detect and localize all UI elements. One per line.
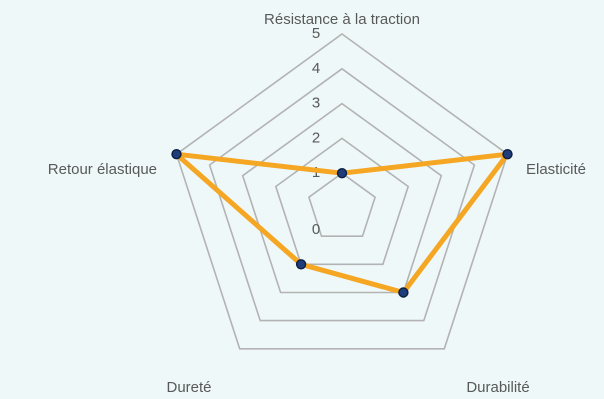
category-label-4: Retour élastique xyxy=(48,161,157,178)
series-point-0 xyxy=(336,167,348,179)
series-point-2 xyxy=(398,287,409,298)
series-point-3 xyxy=(295,259,307,270)
series-layer xyxy=(171,148,513,298)
series-point-1 xyxy=(502,148,513,160)
grid-ring-1 xyxy=(307,172,377,237)
tick-label-2: 2 xyxy=(312,129,320,146)
category-label-1: Elasticité xyxy=(526,161,586,178)
tick-label-5: 5 xyxy=(312,25,320,42)
tick-label-0: 0 xyxy=(312,221,320,238)
category-label-2: Durabilité xyxy=(466,379,529,396)
category-label-3: Dureté xyxy=(166,379,211,396)
tick-label-4: 4 xyxy=(312,60,320,77)
grid-ring-2 xyxy=(274,137,410,266)
series-line-0 xyxy=(174,151,510,295)
tick-label-3: 3 xyxy=(312,95,320,112)
category-label-layer: Résistance à la tractionElasticitéDurabi… xyxy=(48,11,586,396)
grid-ring-5 xyxy=(175,33,509,350)
category-label-0: Résistance à la traction xyxy=(264,11,420,28)
series-point-4 xyxy=(171,148,182,160)
grid-ring-4 xyxy=(208,67,476,322)
